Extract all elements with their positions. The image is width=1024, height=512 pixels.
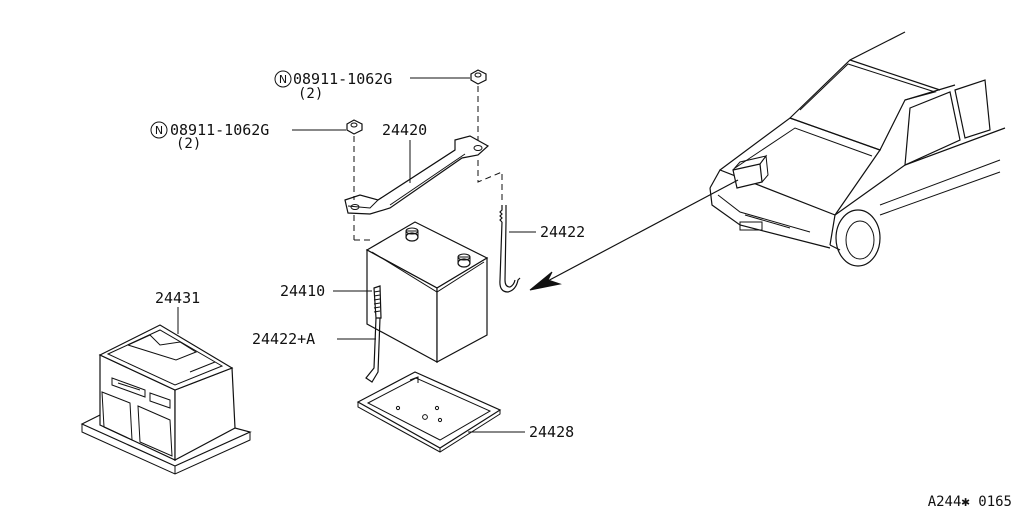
- battery-tray: [356, 371, 502, 453]
- nut-top: [470, 69, 487, 85]
- battery-hold-down-bracket: [344, 135, 490, 215]
- location-arrow: [529, 179, 739, 291]
- nut-left: [346, 119, 363, 135]
- assembly-lines: [353, 86, 503, 241]
- svg-text:N: N: [155, 124, 163, 137]
- label-cover: 24431: [155, 289, 200, 307]
- leader-lines: [177, 77, 536, 433]
- n-symbol-top: N: [274, 70, 292, 88]
- label-battery: 24410: [280, 282, 325, 300]
- label-rod-left: 24422+A: [252, 330, 315, 348]
- label-nut-top-part-no: 08911-1062G: [293, 70, 392, 88]
- hold-down-rod-right: [499, 205, 521, 293]
- vehicle-illustration: [709, 31, 1006, 267]
- svg-text:N: N: [279, 73, 287, 86]
- label-nut-left-qty: (2): [176, 136, 201, 152]
- label-nut-top-qty: (2): [298, 86, 323, 102]
- diagram-code: A244✱ 0165: [928, 494, 1012, 510]
- hold-down-rod-left: [365, 285, 382, 383]
- battery-location-marker: [732, 154, 769, 189]
- battery: [365, 221, 489, 364]
- label-tray: 24428: [529, 423, 574, 441]
- label-bracket: 24420: [382, 121, 427, 139]
- battery-cover: [80, 324, 252, 475]
- n-symbol-left: N: [150, 121, 168, 139]
- label-nut-left-part-no: 08911-1062G: [170, 121, 269, 139]
- label-rod-right: 24422: [540, 223, 585, 241]
